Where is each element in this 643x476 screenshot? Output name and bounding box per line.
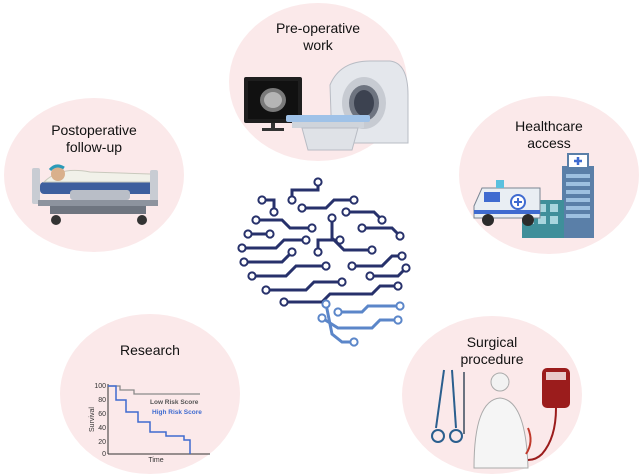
brain-node xyxy=(401,263,411,273)
brain-node xyxy=(365,271,375,281)
brain-node xyxy=(243,229,253,239)
healthcare-label: Healthcare access xyxy=(515,118,583,151)
circuit-brain-icon xyxy=(237,177,411,347)
brain-node xyxy=(357,223,367,233)
brain-trace xyxy=(344,210,384,222)
mri-scanner-icon xyxy=(244,60,409,151)
ytick: 20 xyxy=(98,439,106,446)
brain-node xyxy=(287,195,297,205)
plot-ylabel: Survival xyxy=(89,407,96,432)
plot-xlabel: Time xyxy=(148,457,163,464)
brain-trace xyxy=(254,218,314,230)
brain-node xyxy=(321,261,331,271)
brain-trace xyxy=(324,302,356,344)
brain-node xyxy=(269,207,279,217)
low-risk-curve xyxy=(108,385,200,395)
legend-low-risk: Low Risk Score xyxy=(150,399,199,406)
surgery-icon xyxy=(431,368,570,469)
brain-node xyxy=(279,297,289,307)
brain-node xyxy=(297,203,307,213)
research-label: Research xyxy=(120,342,180,358)
brain-node xyxy=(393,315,403,325)
brain-node xyxy=(237,243,247,253)
brain-node xyxy=(349,195,359,205)
brain-node xyxy=(313,247,323,257)
brain-nodes xyxy=(237,177,411,347)
brain-trace xyxy=(368,266,408,278)
brain-node xyxy=(247,271,257,281)
brain-trace xyxy=(264,280,344,292)
brain-node xyxy=(317,313,327,323)
brain-node xyxy=(337,277,347,287)
brain-node xyxy=(377,215,387,225)
brain-node xyxy=(347,261,357,271)
hospital-bed-icon xyxy=(32,164,158,225)
brain-trace xyxy=(350,254,404,268)
ytick: 0 xyxy=(102,451,106,458)
brain-trace xyxy=(300,198,356,210)
brain-trace xyxy=(282,284,400,304)
brain-node xyxy=(257,195,267,205)
brain-node xyxy=(349,337,359,347)
ytick: 60 xyxy=(98,411,106,418)
high-risk-curve xyxy=(108,385,191,454)
brain-node xyxy=(301,235,311,245)
brain-node xyxy=(335,235,345,245)
brain-node xyxy=(313,177,323,187)
brain-node xyxy=(395,301,405,311)
brain-node xyxy=(395,231,405,241)
brain-trace xyxy=(320,316,400,330)
brain-node xyxy=(239,257,249,267)
brain-node xyxy=(287,247,297,257)
legend-high-risk: High Risk Score xyxy=(152,409,202,416)
brain-trace xyxy=(290,180,320,202)
plot-yticks: 100 80 60 40 20 0 xyxy=(94,383,106,458)
ytick: 40 xyxy=(98,425,106,432)
brain-node xyxy=(327,213,337,223)
brain-trace xyxy=(242,250,294,264)
survival-plot: Survival 100 80 60 40 20 0 Low Risk Scor… xyxy=(89,383,210,464)
brain-node xyxy=(307,223,317,233)
ambulance-hospital-icon xyxy=(473,153,594,238)
postop-label: Postoperative follow-up xyxy=(51,122,137,155)
brain-trace xyxy=(336,304,402,314)
brain-node xyxy=(251,215,261,225)
brain-trace xyxy=(360,226,402,238)
brain-node xyxy=(321,299,331,309)
ytick: 100 xyxy=(94,383,106,390)
preop-label: Pre-operative work xyxy=(275,20,361,53)
brain-trace xyxy=(250,264,328,278)
ytick: 80 xyxy=(98,397,106,404)
brain-node xyxy=(367,245,377,255)
brain-node xyxy=(341,207,351,217)
brain-node xyxy=(265,229,275,239)
brain-trace xyxy=(330,216,374,252)
brain-node xyxy=(261,285,271,295)
surgical-label: Surgical procedure xyxy=(460,334,524,367)
brain-node xyxy=(397,251,407,261)
brain-node xyxy=(393,281,403,291)
brain-node xyxy=(333,307,343,317)
brain-trace xyxy=(240,238,308,250)
